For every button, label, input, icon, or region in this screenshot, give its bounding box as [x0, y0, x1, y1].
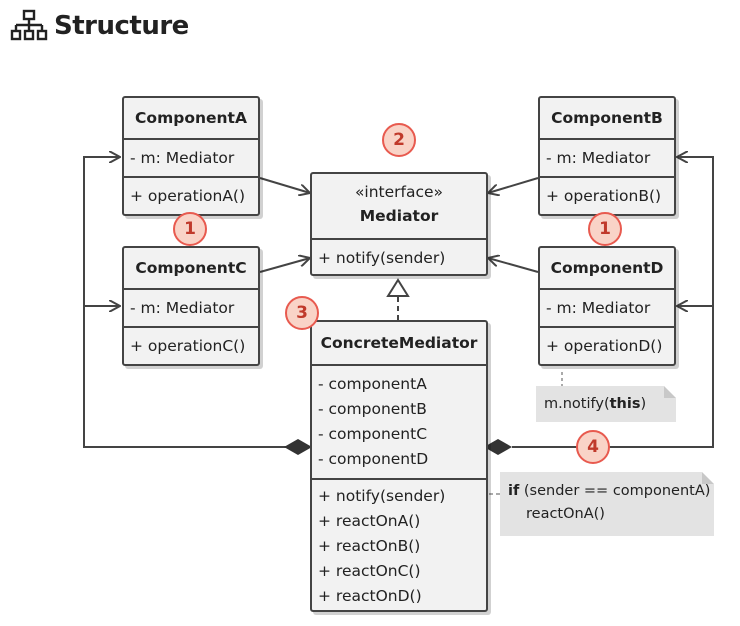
field: - componentC [318, 425, 428, 443]
field: - componentD [318, 450, 429, 468]
left-composition-diamond [284, 439, 312, 455]
class-componentB: ComponentB - m: Mediator + operationB() [538, 96, 676, 216]
note-fold [702, 472, 714, 484]
realization-arrow [386, 278, 410, 320]
note-condition-line: if (sender == componentA) [508, 480, 714, 503]
class-stereotype: «interface» [354, 183, 444, 201]
class-componentD: ComponentD - m: Mediator + operationD() [538, 246, 676, 366]
class-methods: + operationC() [124, 326, 258, 364]
class-fields: - componentA - componentB - componentC -… [312, 364, 486, 478]
note-body-line: reactOnA() [508, 503, 714, 526]
method: + reactOnB() [318, 537, 421, 555]
right-association-line [512, 157, 714, 448]
class-fields: - m: Mediator [124, 138, 258, 176]
class-methods: + operationD() [540, 326, 674, 364]
class-name: Mediator [359, 207, 439, 225]
field: - m: Mediator [546, 299, 651, 317]
section-title: Structure [54, 11, 189, 41]
class-concreteMediator: ConcreteMediator - componentA - componen… [310, 320, 488, 612]
method: + operationD() [546, 337, 663, 355]
method: + reactOnD() [318, 587, 422, 605]
method: + reactOnC() [318, 562, 421, 580]
badge-1-left: 1 [173, 212, 207, 246]
badge-4: 4 [576, 430, 610, 464]
arrow-componentA-mediator [259, 177, 310, 193]
method: + notify(sender) [318, 249, 446, 267]
section-header: Structure [10, 8, 189, 44]
note-keyword: if [508, 483, 520, 499]
class-methods: + notify(sender) [312, 238, 486, 274]
class-header: «interface» Mediator [312, 174, 486, 238]
field: - m: Mediator [130, 149, 235, 167]
note-body: reactOnA() [526, 506, 605, 522]
arrow-componentB-mediator [488, 177, 539, 193]
note-fold [664, 386, 676, 398]
note-text-prefix: m.notify( [544, 396, 610, 412]
method: + notify(sender) [318, 487, 446, 505]
class-fields: - m: Mediator [124, 288, 258, 326]
method: + operationA() [130, 187, 246, 205]
arrow-componentD-mediator [488, 258, 539, 273]
right-composition-diamond [484, 439, 512, 455]
class-fields: - m: Mediator [540, 138, 674, 176]
note-notify-impl: if (sender == componentA) reactOnA() [500, 472, 714, 536]
note-text-suffix: ) [640, 396, 647, 412]
note-condition: (sender == componentA) [519, 483, 711, 499]
note-notify-call: m.notify(this) [536, 386, 676, 422]
class-methods: + operationA() [124, 176, 258, 214]
class-name: ConcreteMediator [320, 334, 478, 352]
class-name: ComponentC [135, 259, 247, 277]
arrow-componentC-mediator [259, 258, 310, 273]
field: - componentA [318, 375, 427, 393]
class-mediator: «interface» Mediator + notify(sender) [310, 172, 488, 276]
method: + reactOnA() [318, 512, 421, 530]
method: + operationC() [130, 337, 246, 355]
method: + operationB() [546, 187, 662, 205]
note-keyword: this [609, 396, 641, 412]
badge-2: 2 [382, 123, 416, 157]
class-methods: + notify(sender) + reactOnA() + reactOnB… [312, 478, 486, 610]
left-association-line [83, 157, 291, 448]
class-name: ComponentD [550, 259, 664, 277]
hierarchy-icon [10, 9, 48, 41]
class-methods: + operationB() [540, 176, 674, 214]
class-fields: - m: Mediator [540, 288, 674, 326]
field: - componentB [318, 400, 427, 418]
field: - m: Mediator [546, 149, 651, 167]
badge-1-right: 1 [588, 212, 622, 246]
class-name: ComponentB [551, 109, 663, 127]
class-componentC: ComponentC - m: Mediator + operationC() [122, 246, 260, 366]
class-componentA: ComponentA - m: Mediator + operationA() [122, 96, 260, 216]
class-name: ComponentA [135, 109, 247, 127]
badge-3: 3 [285, 296, 319, 330]
field: - m: Mediator [130, 299, 235, 317]
